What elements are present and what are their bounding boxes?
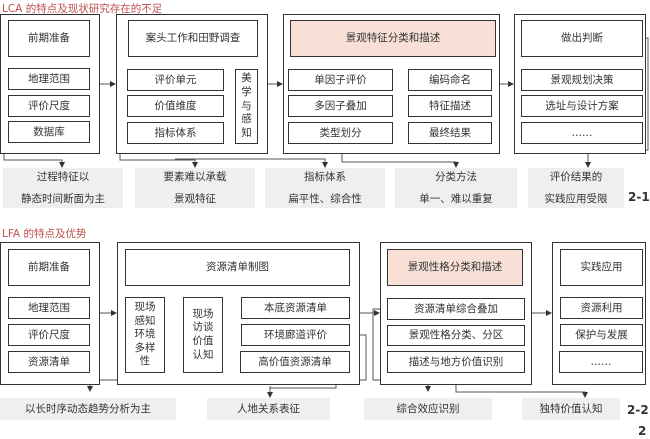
issue-line: 评价结果的 <box>549 170 603 183</box>
lca-judgement-item: …… <box>521 122 643 144</box>
lfa-section-title: LFA 的特点及优势 <box>2 228 87 240</box>
lca-issue: 过程特征以静态时间断面为主 <box>3 168 123 208</box>
lfa-classification-head: 景观性格分类和描述 <box>387 249 523 286</box>
lfa-prep-item: 资源清单 <box>8 351 90 373</box>
lca-judgement-item: 选址与设计方案 <box>521 95 643 117</box>
lca-prep-item: 地理范围 <box>8 68 90 90</box>
lfa-mapping-item: 高价值资源清单 <box>240 351 350 373</box>
lfa-mapping-item: 环境廊道评价 <box>241 324 350 346</box>
issue-line: 要素难以承载 <box>163 170 227 183</box>
issue-line: 过程特征以 <box>36 170 90 183</box>
lca-class-step: 多因子叠加 <box>288 95 393 117</box>
issue-line: 指标体系 <box>304 170 346 183</box>
lca-class-step: 最终结果 <box>408 122 492 144</box>
figure-label-2-2: 2-2 <box>627 403 649 417</box>
page-number: 2 <box>638 424 647 438</box>
lca-class-step: 编码命名 <box>408 69 492 91</box>
lfa-application-item: 保护与发展 <box>560 324 643 346</box>
lfa-class-step: 资源清单综合叠加 <box>387 298 525 320</box>
lfa-application-item: …… <box>559 351 643 373</box>
lca-issue: 要素难以承载景观特征 <box>135 168 255 208</box>
lfa-mapping-head: 资源清单制图 <box>125 249 350 286</box>
lca-section-title: LCA 的特点及现状研究存在的不足 <box>2 3 163 15</box>
lca-survey-item: 评价单元 <box>127 69 224 91</box>
issue-line: 静态时间断面为主 <box>21 193 105 205</box>
lca-issue: 指标体系扁平性、综合性 <box>265 168 385 208</box>
issue-line: 景观特征 <box>174 193 216 205</box>
lca-survey-item: 价值维度 <box>127 95 224 117</box>
lfa-field-interview: 现场访谈价值认知 <box>183 297 223 373</box>
lca-survey-item: 指标体系 <box>127 122 224 144</box>
issue-line: 扁平性、综合性 <box>288 193 362 205</box>
lfa-application-head: 实践应用 <box>560 249 643 286</box>
lfa-field-perception: 现场感知环境多样性 <box>125 297 165 373</box>
lca-survey-head: 案头工作和田野调查 <box>128 20 258 57</box>
lca-judgement-head: 做出判断 <box>521 20 643 57</box>
lfa-application-item: 资源利用 <box>560 297 643 319</box>
lfa-prep-item: 地理范围 <box>8 297 90 319</box>
lfa-prep-head: 前期准备 <box>8 249 90 286</box>
lfa-class-step: 描述与地方价值识别 <box>387 351 525 373</box>
lfa-class-step: 景观性格分类、分区 <box>387 325 525 346</box>
lca-judgement-item: 景观规划决策 <box>521 69 643 91</box>
lca-prep-item: 数据库 <box>8 121 90 143</box>
lca-class-step: 特征描述 <box>408 95 492 117</box>
issue-line: 实践应用受限 <box>544 193 608 205</box>
lfa-prep-item: 评价尺度 <box>8 324 90 346</box>
lca-prep-item: 评价尺度 <box>8 95 90 117</box>
lca-aesthetics-box: 美学与感知 <box>235 69 258 144</box>
lfa-mapping-item: 本底资源清单 <box>241 297 350 319</box>
lca-issue: 评价结果的实践应用受限 <box>528 168 624 208</box>
lca-issue: 分类方法单一、难以重复 <box>395 168 517 208</box>
lfa-advantage: 综合效应识别 <box>364 398 492 420</box>
lca-class-step: 单因子评价 <box>288 69 393 91</box>
lfa-advantage: 人地关系表征 <box>207 398 330 420</box>
lfa-advantage: 独特价值认知 <box>522 398 620 420</box>
issue-line: 单一、难以重复 <box>419 193 493 205</box>
lfa-advantage: 以长时序动态趋势分析为主 <box>0 398 176 420</box>
lca-class-step: 类型划分 <box>288 122 393 144</box>
issue-line: 分类方法 <box>435 170 477 183</box>
lca-classification-head: 景观特征分类和描述 <box>290 20 496 57</box>
figure-label-2-1: 2-1 <box>628 190 650 204</box>
lca-prep-head: 前期准备 <box>8 20 90 57</box>
